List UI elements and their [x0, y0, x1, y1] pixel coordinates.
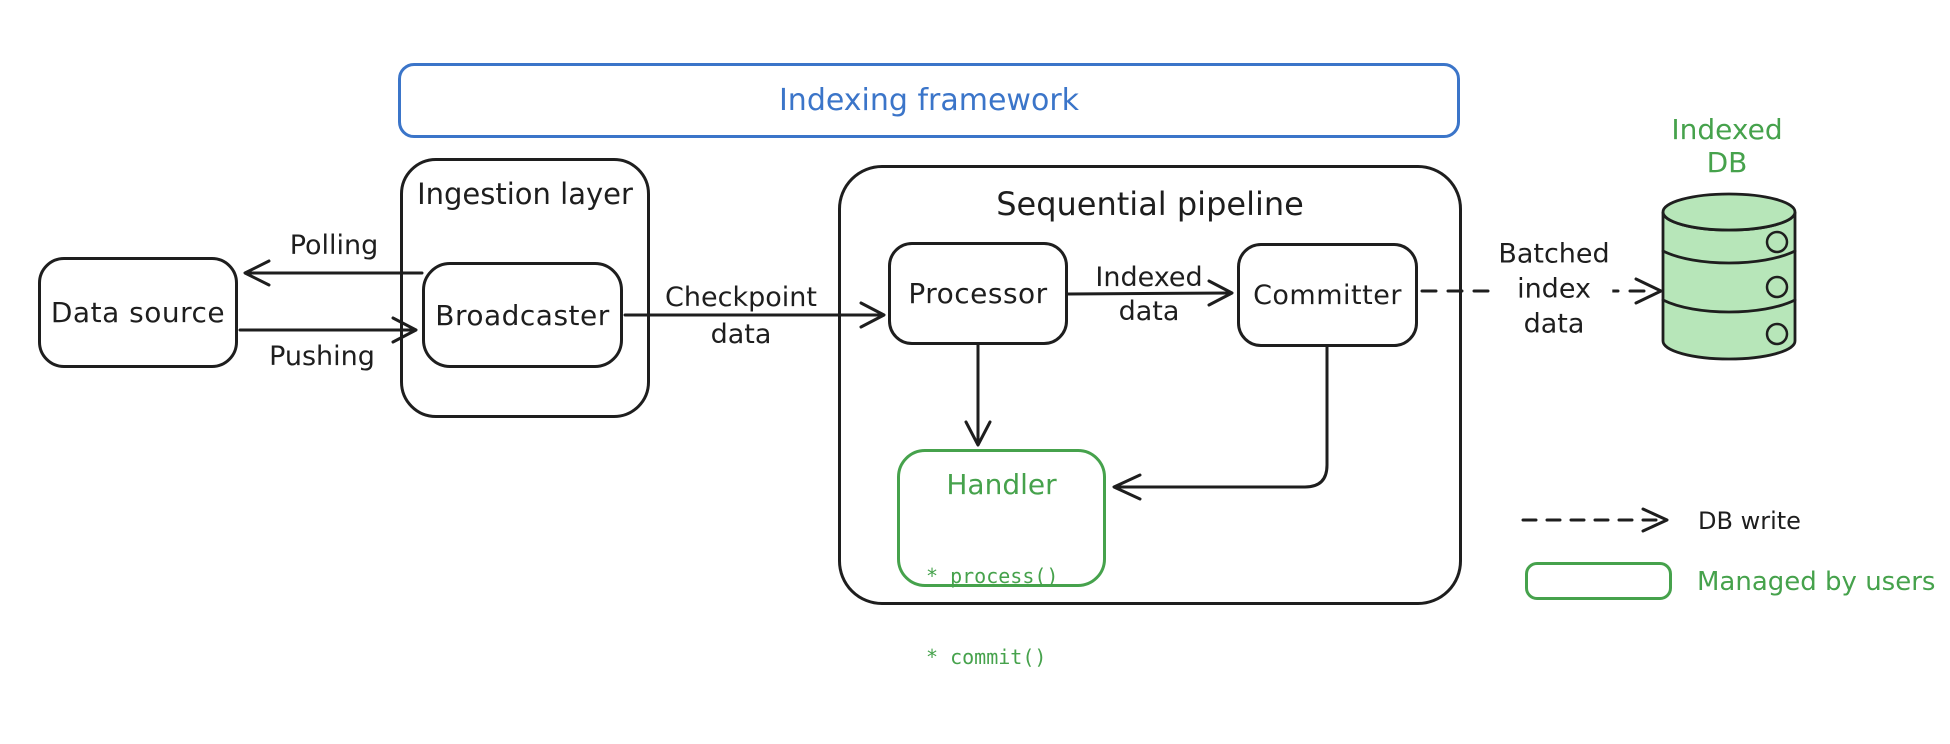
node-ingestion-layer: Ingestion layer [400, 158, 650, 418]
committer-to-handler-arrow [1112, 345, 1329, 501]
pushing-label: Pushing [269, 341, 375, 372]
indexed-data-label: Indexed data [1095, 262, 1203, 327]
sequential-pipeline-label: Sequential pipeline [996, 185, 1304, 223]
broadcaster-label: Broadcaster [435, 298, 610, 332]
handler-label: Handler [946, 468, 1057, 501]
legend-db-write-label: DB write [1698, 507, 1801, 535]
legend-managed-swatch [1525, 562, 1672, 600]
ingestion-layer-label: Ingestion layer [417, 177, 633, 211]
node-processor: Processor [888, 242, 1068, 345]
node-committer: Committer [1237, 243, 1418, 347]
handler-methods: * process() * commit() [926, 509, 1103, 725]
indexing-framework-frame: Indexing framework [398, 63, 1460, 138]
legend-managed-by-users-label: Managed by users [1697, 567, 1936, 597]
handler-method-commit: * commit() [926, 645, 1047, 669]
polling-arrow [243, 259, 424, 287]
node-data-source: Data source [38, 257, 238, 368]
handler-method-process: * process() [926, 564, 1059, 588]
node-broadcaster: Broadcaster [422, 262, 623, 368]
batched-index-data-label: Batched index data [1495, 236, 1613, 342]
processor-label: Processor [908, 277, 1048, 310]
checkpoint-data-label: Checkpoint data [665, 282, 817, 350]
data-source-label: Data source [50, 296, 226, 329]
database-icon [1661, 192, 1797, 361]
indexing-framework-label: Indexing framework [778, 83, 1080, 118]
node-sequential-pipeline: Sequential pipeline [838, 165, 1462, 605]
polling-label: Polling [289, 230, 379, 261]
indexed-db-label: Indexed DB [1671, 113, 1783, 179]
committer-label: Committer [1253, 279, 1402, 311]
legend-db-write-arrow [1521, 507, 1669, 533]
node-handler: Handler * process() * commit() [897, 449, 1106, 669]
indexed-data-arrow [1066, 279, 1234, 307]
processor-to-handler-arrow [964, 343, 992, 447]
